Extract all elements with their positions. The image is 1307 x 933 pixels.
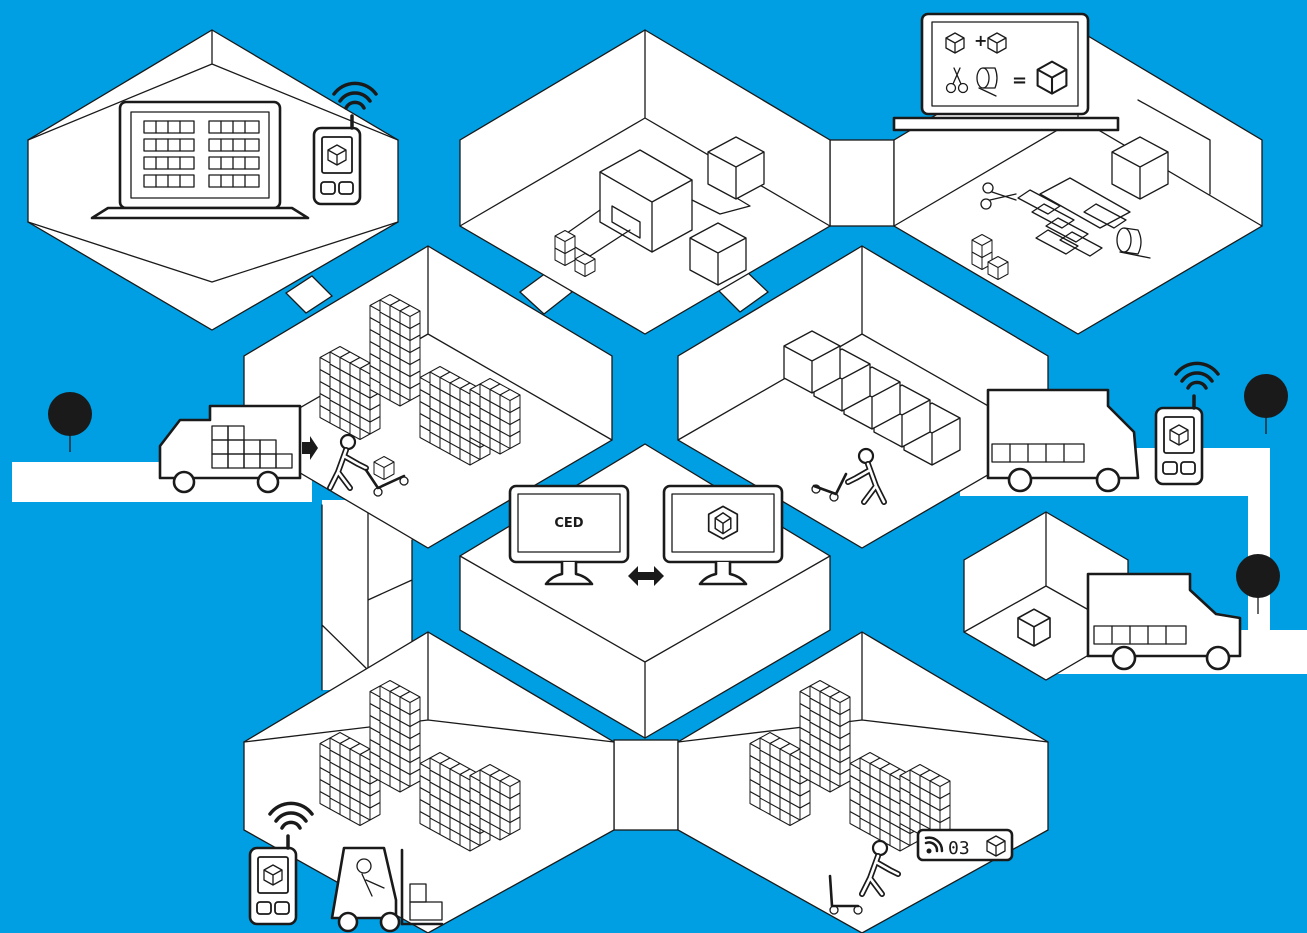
box-logo-icon xyxy=(709,506,738,539)
receiving-truck xyxy=(160,406,318,492)
plus-sign: + xyxy=(974,31,987,50)
packing-instruction-laptop: + = xyxy=(922,14,1088,114)
equals-sign: = xyxy=(1012,70,1027,91)
pick-quantity: 03 xyxy=(948,838,970,859)
box-icon xyxy=(500,776,520,799)
box-icon xyxy=(500,390,520,413)
box-icon xyxy=(400,306,420,329)
ced-label: CED xyxy=(554,516,583,531)
box-icon xyxy=(930,776,950,799)
box-icon xyxy=(830,692,850,715)
box-icon xyxy=(400,692,420,715)
pick-to-light-display: 03 xyxy=(918,830,1012,860)
laptop-icon xyxy=(92,102,308,218)
